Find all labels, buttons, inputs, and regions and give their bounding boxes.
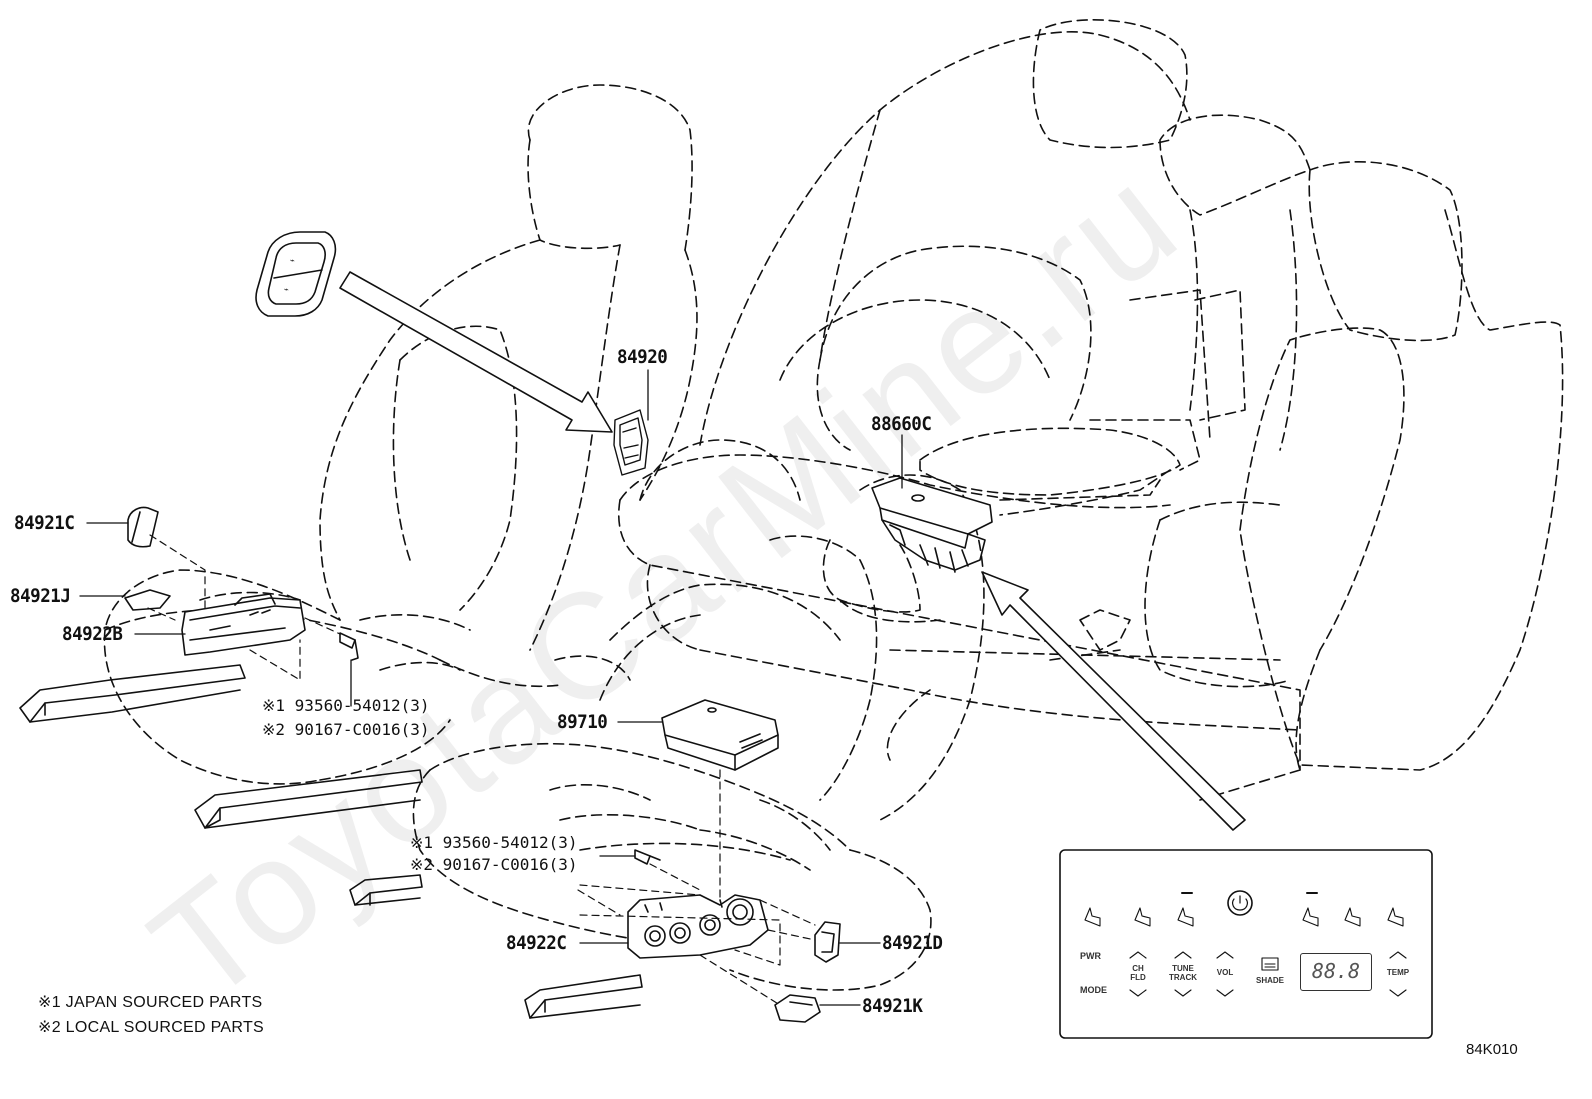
part-label-84921j: 84921J xyxy=(10,585,71,607)
part-label-84922c: 84922C xyxy=(506,932,567,954)
svg-text:⌁: ⌁ xyxy=(290,256,295,265)
panel-label-vol: VOL xyxy=(1216,968,1234,977)
panel-label-mode: MODE xyxy=(1080,985,1107,995)
part-label-84922b: 84922B xyxy=(62,623,123,645)
panel-temp-display: 88.8 xyxy=(1300,953,1372,991)
part-label-84920: 84920 xyxy=(617,346,668,368)
assembly-dashed-lines xyxy=(147,534,816,1006)
arrow-to-84920 xyxy=(339,271,613,433)
note-japan-sourced: ※1 JAPAN SOURCED PARTS xyxy=(38,994,263,1011)
seat-rails xyxy=(19,664,643,1019)
switch-84922c xyxy=(627,894,769,959)
panel-label-pwr: PWR xyxy=(1080,951,1101,961)
knob-84921d xyxy=(814,921,841,963)
fastener-upper-local: ※2 90167-C0016(3) xyxy=(262,720,430,739)
console-panel-88660c xyxy=(871,477,993,573)
svg-text:⌁: ⌁ xyxy=(284,285,289,294)
left-front-seat-outline xyxy=(103,84,698,785)
switch-84922b xyxy=(181,593,306,656)
knob-84921k xyxy=(774,994,821,1023)
fastener-lower-local: ※2 90167-C0016(3) xyxy=(410,855,578,874)
ecu-89710 xyxy=(661,699,779,771)
knob-84921c xyxy=(127,506,159,548)
leader-lines xyxy=(79,369,903,1006)
panel-label-shade: SHADE xyxy=(1255,976,1284,985)
control-panel-inset xyxy=(1059,849,1433,1039)
part-label-84921d: 84921D xyxy=(882,932,943,954)
switch-84920 xyxy=(613,409,649,476)
diagram-code: 84K010 xyxy=(1466,1041,1518,1058)
part-label-84921k: 84921K xyxy=(862,995,923,1017)
part-label-89710: 89710 xyxy=(557,711,608,733)
right-front-seat-outline xyxy=(412,439,985,991)
panel-label-temp: TEMP xyxy=(1386,968,1410,977)
fastener-lower-japan: ※1 93560-54012(3) xyxy=(410,833,578,852)
screw-lower xyxy=(634,849,661,865)
fastener-upper-japan: ※1 93560-54012(3) xyxy=(262,696,430,715)
switch-84920-inset: ⌁ ⌁ xyxy=(255,231,337,317)
rear-seat-outline xyxy=(618,19,1564,801)
note-local-sourced: ※2 LOCAL SOURCED PARTS xyxy=(38,1019,264,1036)
knob-84921j xyxy=(124,589,171,611)
screw-upper xyxy=(339,632,359,661)
part-label-88660c: 88660C xyxy=(871,413,932,435)
part-label-84921c: 84921C xyxy=(14,512,75,534)
arrow-to-88660c xyxy=(981,571,1246,831)
